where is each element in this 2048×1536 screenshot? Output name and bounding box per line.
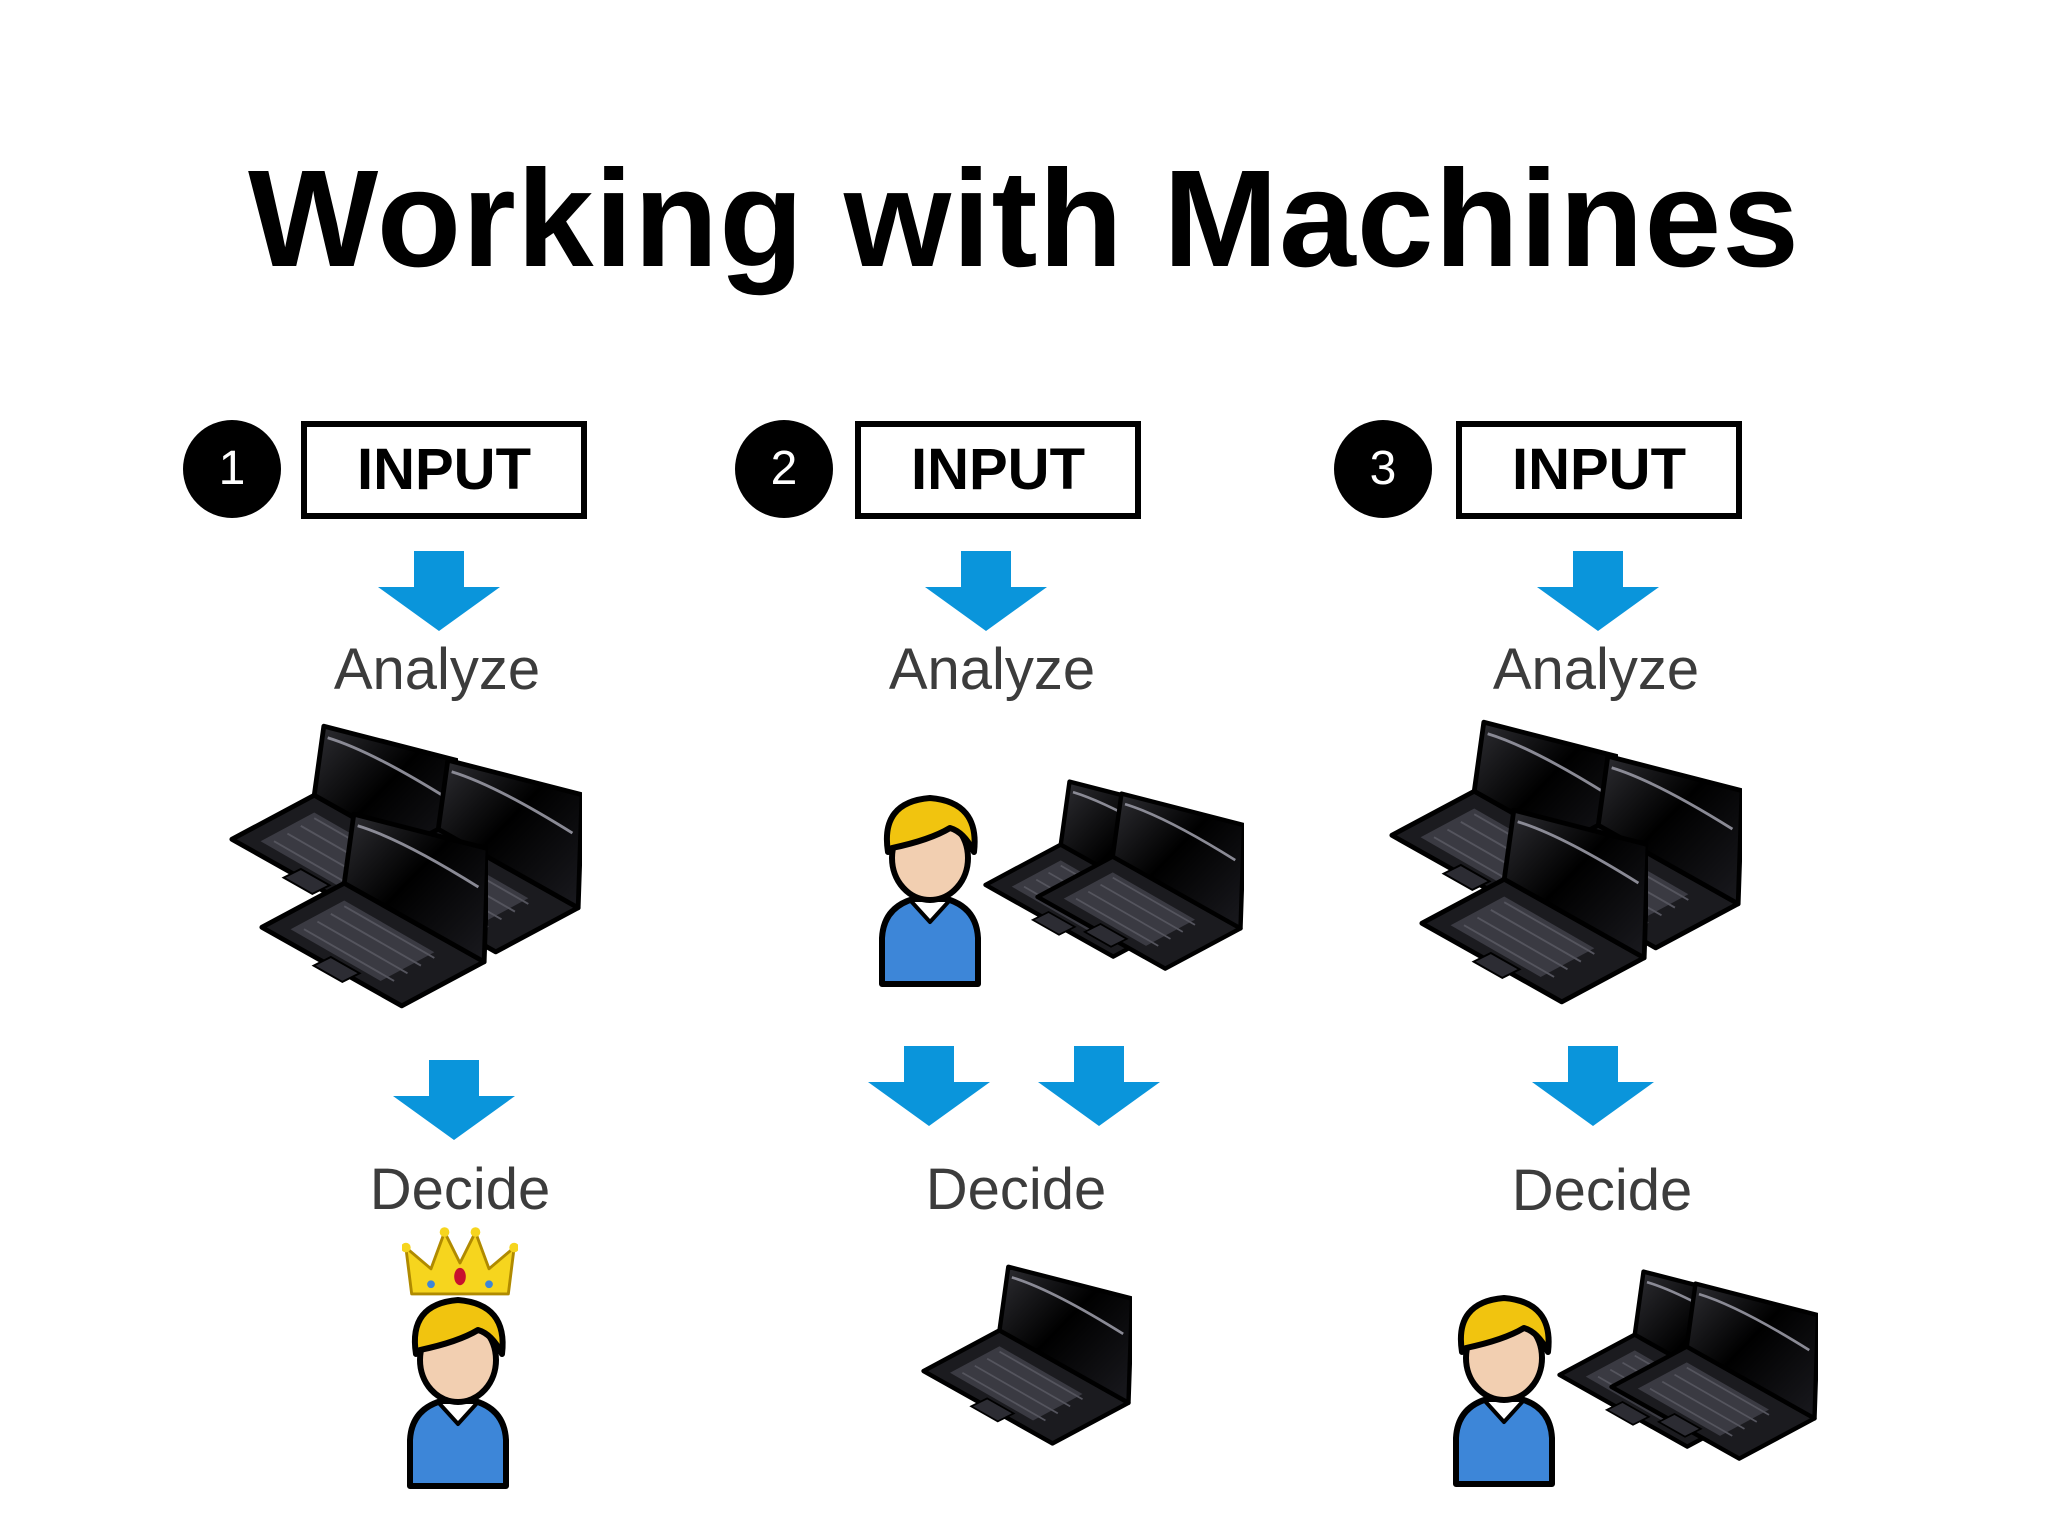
person-icon	[870, 788, 990, 988]
down-arrow-icon	[1038, 1046, 1160, 1126]
down-arrow-icon	[1532, 1046, 1654, 1126]
laptop-icon	[1034, 790, 1244, 974]
decide-label-2: Decide	[925, 1157, 1107, 1222]
input-box-1: INPUT	[301, 421, 587, 519]
step-number-2: 2	[735, 420, 833, 518]
analyze-label-3: Analyze	[1492, 637, 1700, 702]
analyze-art-3	[1388, 718, 1748, 1018]
input-box-2: INPUT	[855, 421, 1141, 519]
laptop-icon	[1608, 1280, 1818, 1464]
down-arrow-icon	[393, 1060, 515, 1140]
person-icon	[1444, 1288, 1564, 1488]
down-arrow-icon	[378, 551, 500, 631]
input-box-3: INPUT	[1456, 421, 1742, 519]
analyze-label-2: Analyze	[888, 637, 1096, 702]
down-arrow-icon	[925, 551, 1047, 631]
decide-art-2	[920, 1250, 1140, 1470]
laptop-icon	[1418, 806, 1648, 1008]
analyze-art-2	[870, 778, 1270, 998]
laptop-icon	[258, 810, 488, 1012]
analyze-label-1: Analyze	[333, 637, 541, 702]
decide-art-3	[1444, 1268, 1824, 1498]
decide-label-3: Decide	[1511, 1158, 1693, 1223]
analyze-art-1	[228, 722, 588, 1022]
down-arrow-icon	[1537, 551, 1659, 631]
person-icon	[398, 1290, 518, 1490]
step-number-3: 3	[1334, 420, 1432, 518]
laptop-icon	[920, 1250, 1132, 1462]
page-title: Working with Machines	[248, 142, 1800, 296]
step-number-1: 1	[183, 420, 281, 518]
decide-art-1	[390, 1224, 530, 1484]
down-arrow-icon	[868, 1046, 990, 1126]
decide-label-1: Decide	[369, 1157, 551, 1222]
